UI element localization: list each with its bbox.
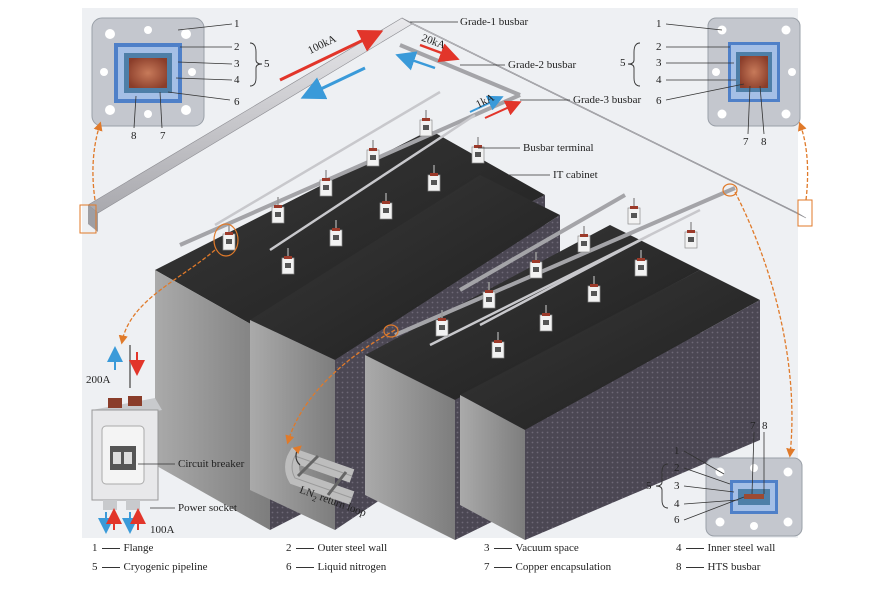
cabinet-row-4 [460,270,760,540]
highlight-grade1-end-left [79,204,97,234]
num-3-topright: 3 [656,57,662,69]
busbar-terminal-box [684,222,698,249]
num-8-bottomright: 8 [762,420,768,432]
busbar-terminal-box [419,110,433,137]
busbar-terminal-box [634,250,648,277]
num-6-topleft: 6 [234,96,240,108]
num-2-topleft: 2 [234,41,240,53]
busbar-terminal-box [281,248,295,275]
busbar-terminal-box [427,165,441,192]
num-1-bottomright: 1 [674,445,680,457]
flange-inset-grade-3 [705,457,803,537]
callout-connectors [92,121,809,458]
flange-inset-grade-2 [707,17,801,127]
num-3-bottomright: 3 [674,480,680,492]
num-7-topright: 7 [743,136,749,148]
busbar-terminal-box [222,224,236,251]
num-2-bottomright: 2 [674,462,680,474]
label-circuit-breaker: Circuit breaker [178,458,245,470]
num-4-topleft: 4 [234,74,240,86]
busbar-terminal-box [627,198,641,225]
label-grade-1-busbar: Grade-1 busbar [460,16,529,28]
busbar-terminal-box [482,282,496,309]
busbar-terminal-box [471,137,485,164]
num-4-bottomright: 4 [674,498,680,510]
busbar-terminal-box [587,276,601,303]
num-8-topright: 8 [761,136,767,148]
highlight-busbar-circle [722,183,738,197]
label-grade-2-busbar: Grade-2 busbar [508,59,577,71]
highlight-grade1-end-right [797,199,813,227]
busbar-terminal-box [577,226,591,253]
num-6-bottomright: 6 [674,514,680,526]
grade-1-busbar [87,17,807,232]
num-1-topleft: 1 [234,18,240,30]
num-4-topright: 4 [656,74,662,86]
busbar-terminal-box [319,170,333,197]
current-arrows [279,29,522,119]
grade-2-busbars [179,43,736,337]
highlight-terminal-circle [213,223,239,257]
num-2-topright: 2 [656,41,662,53]
busbar-terminal-box [329,220,343,247]
flange-inset-grade-1 [91,17,205,127]
num-7-bottomright: 7 [750,420,756,432]
busbar-terminal-box [366,140,380,167]
leader-lines [133,21,765,521]
label-current-100a: 100A [150,524,175,536]
grade-3-busbars [214,90,701,347]
busbar-terminals [222,110,698,359]
label-power-socket: Power socket [178,502,237,514]
num-5-bottomright: 5 [646,480,652,492]
ln2-return-loop [285,445,355,505]
busbar-terminal-box [539,305,553,332]
label-grade-3-busbar: Grade-3 busbar [573,94,642,106]
label-current-200a: 200A [86,374,111,386]
label-busbar-terminal: Busbar terminal [523,142,594,154]
circuit-breaker-inset [91,345,162,534]
num-7-topleft: 7 [160,130,166,142]
num-8-topleft: 8 [131,130,137,142]
num-3-topleft: 3 [234,58,240,70]
num-1-topright: 1 [656,18,662,30]
num-6-topright: 6 [656,95,662,107]
label-it-cabinet: IT cabinet [553,169,598,181]
busbar-terminal-box [379,193,393,220]
busbar-terminal-box [529,252,543,279]
num-5-topleft: 5 [264,58,270,70]
busbar-terminal-box [435,310,449,337]
num-5-topright: 5 [620,57,626,69]
highlight-loop-circle [383,324,399,338]
brace-5-marks [249,42,669,509]
busbar-terminal-box [491,332,505,359]
busbar-terminal-box [271,197,285,224]
